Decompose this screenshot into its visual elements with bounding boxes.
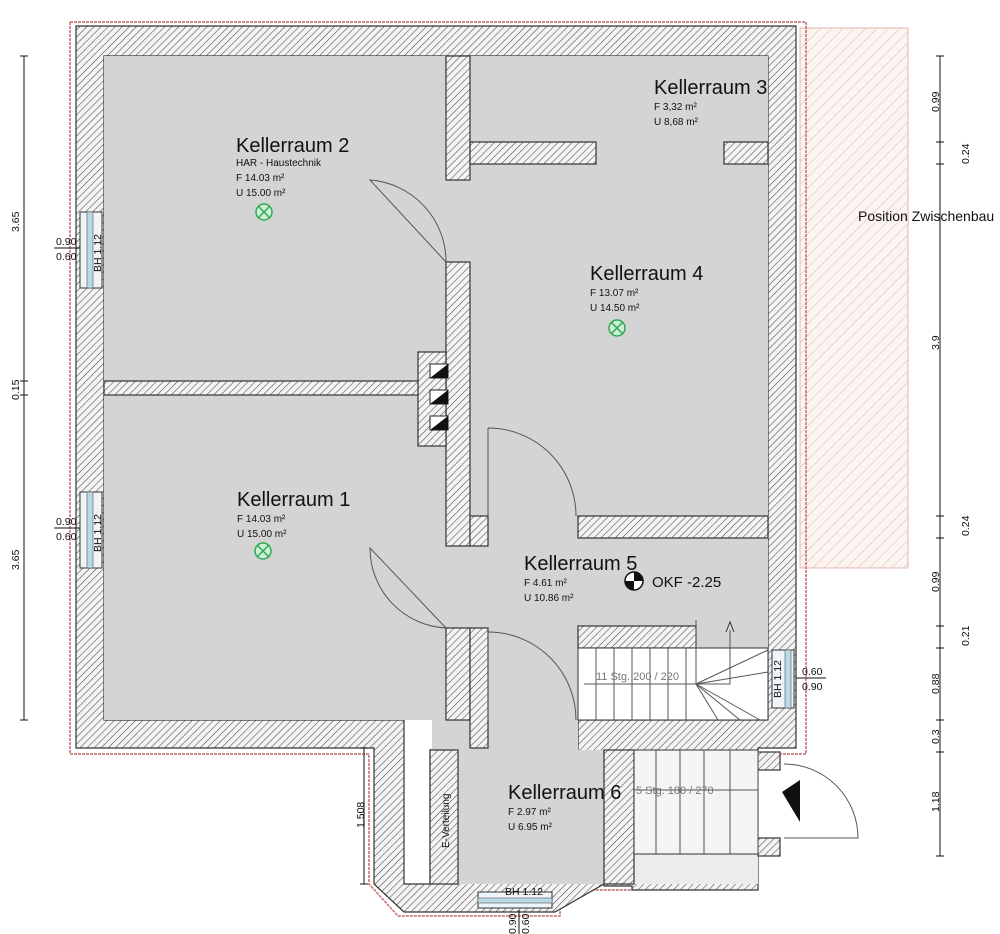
win-lb-h: 0.60 (56, 531, 77, 543)
win-lb-bh: BH 1.12 (92, 514, 104, 552)
win-b-bh: BH 1.12 (505, 886, 543, 898)
r5-perimeter: U 10.86 m² (524, 593, 574, 604)
dim-left-0: 3.65 (10, 211, 22, 232)
dim-right-2: 3.9 (930, 335, 942, 350)
win-lt-w: 0.90 (56, 236, 77, 248)
dim-right-1: 0.24 (960, 143, 972, 164)
main-stair-label: 11 Stg. 200 / 220 (596, 671, 679, 683)
dim-right-4: 0.99 (930, 571, 942, 592)
r3-perimeter: U 8,68 m² (654, 117, 699, 128)
entry-arrow (782, 780, 800, 822)
door-swings (368, 179, 859, 839)
r1-name: Kellerraum 1 (237, 489, 350, 511)
dim-right-5: 0.21 (960, 625, 972, 646)
r4-name: Kellerraum 4 (590, 263, 703, 285)
r5-area: F 4.61 m² (524, 578, 567, 589)
entry-stair-label: 5 Stg. 180 / 270 (636, 785, 714, 797)
annex-area (799, 27, 909, 569)
window-labels: 0.90 0.60 BH 1.12 0.90 0.60 BH 1.12 0.60… (54, 234, 826, 934)
dim-right-7: 0.3 (930, 729, 942, 744)
win-r-w: 0.60 (802, 666, 823, 678)
level-marker-icon (624, 571, 644, 591)
entry-stair (633, 749, 759, 855)
r1-perimeter: U 15.00 m² (237, 529, 287, 540)
win-lt-bh: BH 1.12 (92, 234, 104, 272)
r6-name: Kellerraum 6 (508, 782, 621, 804)
win-b-h: 0.60 (520, 913, 532, 934)
main-stair (577, 620, 769, 721)
dim-right-0: 0.99 (930, 91, 942, 112)
e-verteilung-label: E-Verteilung (441, 794, 452, 848)
dimension-right: 0.99 0.24 3.9 0.24 0.99 0.21 0.88 0.3 1.… (930, 55, 972, 857)
dimension-left: 3.65 0.15 3.65 1.508 (10, 55, 368, 885)
floor-r6 (432, 750, 604, 884)
r1-area: F 14.03 m² (237, 514, 286, 525)
r4-area: F 13.07 m² (590, 288, 639, 299)
dim-1508: 1.508 (355, 802, 367, 828)
r2-name: Kellerraum 2 (236, 135, 349, 157)
r2-sub: HAR - Haustechnik (236, 158, 322, 169)
sensor-icon-r1 (254, 542, 272, 560)
r2-area: F 14.03 m² (236, 173, 285, 184)
win-lb-w: 0.90 (56, 516, 77, 528)
win-r-h: 0.90 (802, 681, 823, 693)
windows (79, 211, 795, 909)
win-b-w: 0.90 (507, 913, 519, 934)
r6-perimeter: U 6.95 m² (508, 822, 553, 833)
dim-right-3: 0.24 (960, 515, 972, 536)
sensor-icon-r2 (255, 203, 273, 221)
sensor-icons (254, 203, 626, 560)
outer-outline (69, 21, 807, 917)
dim-left-1: 0.15 (10, 379, 22, 400)
r2-perimeter: U 15.00 m² (236, 188, 286, 199)
dim-right-8: 1.18 (930, 791, 942, 812)
r5-name: Kellerraum 5 (524, 553, 637, 575)
sensor-icon-r4 (608, 319, 626, 337)
win-r-bh: BH 1.12 (772, 660, 784, 698)
win-lt-h: 0.60 (56, 251, 77, 263)
r3-name: Kellerraum 3 (654, 77, 767, 99)
r6-area: F 2.97 m² (508, 807, 551, 818)
level-marker: OKF -2.25 (652, 574, 721, 591)
r3-area: F 3,32 m² (654, 102, 697, 113)
r4-perimeter: U 14.50 m² (590, 303, 640, 314)
dim-right-6: 0.88 (930, 673, 942, 694)
dim-left-2: 3.65 (10, 549, 22, 570)
annex-label: Position Zwischenbau (858, 208, 994, 224)
ventilation-shafts (429, 363, 449, 431)
